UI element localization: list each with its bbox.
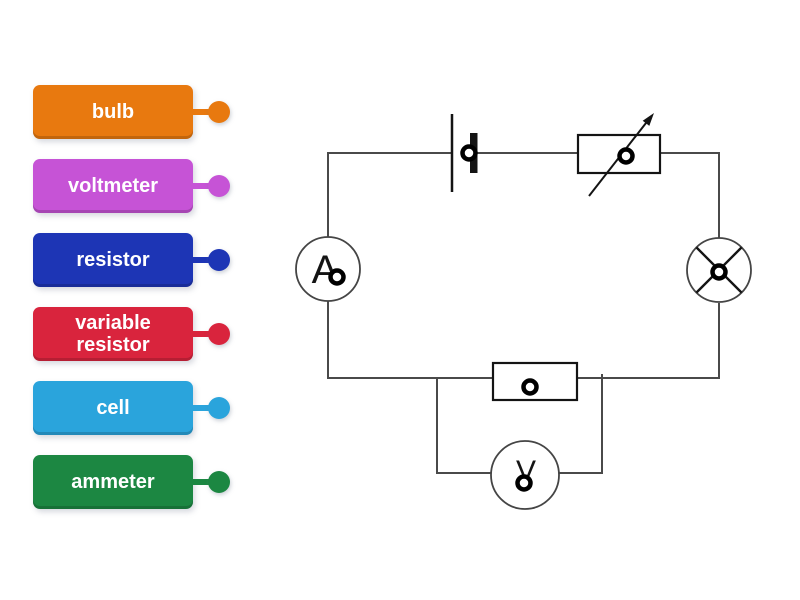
- label-tile-variable-resistor[interactable]: variable resistor: [33, 307, 265, 361]
- circuit-wires: [327, 152, 720, 474]
- label-text: voltmeter: [67, 174, 159, 197]
- label-tile-ammeter[interactable]: ammeter: [33, 455, 265, 509]
- connector-dot: [208, 471, 230, 493]
- connector-dot: [208, 249, 230, 271]
- label-text: ammeter: [71, 470, 155, 493]
- label-text: bulb: [91, 100, 135, 123]
- connector-stub: [192, 405, 215, 411]
- connector-dot: [208, 323, 230, 345]
- drop-target-voltmeter[interactable]: [515, 474, 533, 492]
- label-tile-body: bulb: [33, 85, 193, 139]
- drop-target-bulb[interactable]: [710, 263, 728, 281]
- drop-target-cell[interactable]: [460, 144, 478, 162]
- connector-dot: [208, 175, 230, 197]
- connector-dot: [208, 397, 230, 419]
- ammeter-symbol: A: [295, 236, 361, 302]
- drop-targets: [328, 144, 728, 492]
- drop-target-variable-resistor[interactable]: [617, 147, 635, 165]
- connector-stub: [192, 479, 215, 485]
- drop-target-ammeter[interactable]: [328, 268, 346, 286]
- label-tile-body: cell: [33, 381, 193, 435]
- label-list: bulb voltmeter resistor variable resisto…: [33, 85, 265, 509]
- connector-dot: [208, 101, 230, 123]
- label-tile-body: resistor: [33, 233, 193, 287]
- connector-stub: [192, 331, 215, 337]
- label-tile-body: voltmeter: [33, 159, 193, 213]
- label-tile-bulb[interactable]: bulb: [33, 85, 265, 139]
- label-text: resistor: [76, 248, 150, 271]
- label-tile-cell[interactable]: cell: [33, 381, 265, 435]
- label-text: variable resistor: [75, 311, 151, 356]
- label-tile-body: variable resistor: [33, 307, 193, 361]
- label-tile-voltmeter[interactable]: voltmeter: [33, 159, 265, 213]
- label-tile-resistor[interactable]: resistor: [33, 233, 265, 287]
- drop-target-resistor[interactable]: [521, 378, 539, 396]
- label-text: cell: [96, 396, 130, 419]
- connector-stub: [192, 183, 215, 189]
- connector-stub: [192, 109, 215, 115]
- label-tile-body: ammeter: [33, 455, 193, 509]
- connector-stub: [192, 257, 215, 263]
